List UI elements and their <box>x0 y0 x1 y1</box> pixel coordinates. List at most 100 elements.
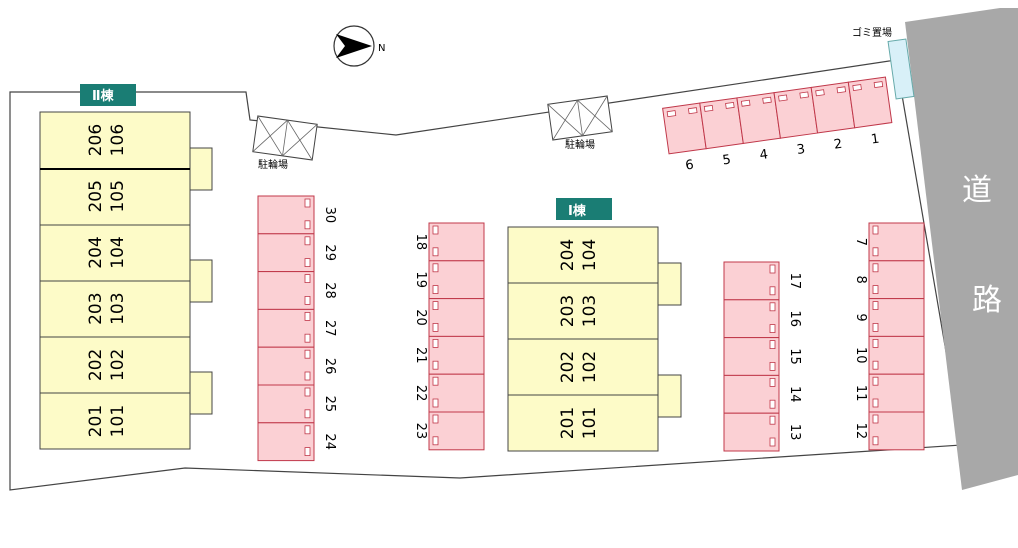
parking-marker <box>872 360 879 370</box>
building-2-badge-label: Ⅱ棟 <box>92 88 115 104</box>
parking-marker <box>304 274 311 284</box>
unit-number-upper: 202 <box>86 349 106 381</box>
parking-marker <box>872 436 879 446</box>
parking-number: 24 <box>322 433 337 450</box>
parking-number: 30 <box>322 207 337 224</box>
parking-marker <box>687 107 698 115</box>
parking-marker <box>799 91 809 99</box>
parking-marker <box>432 360 439 370</box>
parking-number: 14 <box>787 386 802 403</box>
parking-marker <box>740 99 751 107</box>
building-2-badge <box>80 84 136 106</box>
parking-marker <box>872 247 879 257</box>
unit-number-lower: 102 <box>580 351 600 383</box>
parking-number: 13 <box>787 424 802 441</box>
parking-marker <box>769 286 776 296</box>
unit-number-upper: 204 <box>558 239 578 271</box>
unit-number-upper: 203 <box>558 295 578 327</box>
parking-marker <box>304 220 311 230</box>
bicycle-parking-left <box>252 115 318 161</box>
parking-marker <box>725 101 735 109</box>
parking-marker <box>815 89 825 97</box>
parking-number: 10 <box>853 347 868 364</box>
unit-number-upper: 204 <box>86 236 106 268</box>
parking-number: 6 <box>684 158 694 174</box>
parking-marker <box>769 415 776 425</box>
parking-marker <box>769 264 776 274</box>
building-1-badge-label: Ⅰ棟 <box>568 203 587 219</box>
parking-number: 28 <box>322 282 337 299</box>
parking-number: 2 <box>833 137 843 153</box>
parking-marker <box>304 311 311 321</box>
unit-number-upper: 201 <box>558 407 578 439</box>
unit-number-upper: 206 <box>86 124 106 156</box>
parking-marker <box>769 399 776 409</box>
parking-number: 16 <box>787 310 802 327</box>
parking-marker <box>762 96 772 104</box>
unit-number-lower: 104 <box>108 236 128 268</box>
parking-number: 23 <box>413 423 428 440</box>
parking-marker <box>304 447 311 457</box>
parking-marker <box>432 338 439 348</box>
parking-marker <box>304 198 311 208</box>
parking-space <box>773 86 819 139</box>
parking-number: 17 <box>787 273 802 290</box>
parking-number: 7 <box>853 238 868 246</box>
road-label-2: 路 <box>972 283 1002 318</box>
parking-marker <box>872 301 879 311</box>
garbage-label: ゴミ置場 <box>852 26 892 39</box>
parking-marker <box>872 225 879 235</box>
garbage-area <box>887 38 915 100</box>
building-1-badge <box>556 198 612 220</box>
bicycle-label-left: 駐輪場 <box>258 158 288 171</box>
parking-number: 9 <box>853 313 868 321</box>
unit-number-lower: 101 <box>580 407 600 439</box>
parking-marker <box>432 247 439 257</box>
building-1: Ⅰ棟 <box>507 198 682 452</box>
parking-marker <box>432 414 439 424</box>
parking-marker <box>769 437 776 447</box>
parking-marker <box>666 110 677 118</box>
parking-number: 11 <box>853 385 868 402</box>
parking-number: 21 <box>413 347 428 364</box>
parking-marker <box>872 398 879 408</box>
parking-marker <box>432 322 439 332</box>
parking-marker <box>769 302 776 312</box>
parking-space <box>662 102 707 155</box>
parking-marker <box>304 258 311 268</box>
unit-number-upper: 203 <box>86 292 106 324</box>
parking-marker <box>703 104 714 112</box>
parking-marker <box>304 295 311 305</box>
parking-marker <box>432 436 439 446</box>
parking-marker <box>432 263 439 273</box>
parking-marker <box>432 285 439 295</box>
parking-number: 29 <box>322 244 337 261</box>
parking-marker <box>852 84 862 92</box>
parking-marker <box>872 338 879 348</box>
parking-marker <box>872 414 879 424</box>
unit-number-upper: 205 <box>86 180 106 212</box>
parking-number: 25 <box>322 396 337 413</box>
parking-number: 8 <box>853 276 868 284</box>
parking-marker <box>432 225 439 235</box>
parking-marker <box>304 371 311 381</box>
parking-number: 4 <box>759 147 769 163</box>
parking-number: 12 <box>853 423 868 440</box>
parking-column-7-12: 7 8 9 10 11 12 <box>853 222 925 451</box>
parking-marker <box>304 333 311 343</box>
compass-icon: N <box>333 25 385 67</box>
parking-marker <box>872 376 879 386</box>
unit-number-lower: 101 <box>108 405 128 437</box>
bicycle-label-right: 駐輪場 <box>565 138 595 151</box>
road <box>905 8 1018 490</box>
parking-space <box>847 76 893 129</box>
parking-number: 3 <box>796 142 806 158</box>
unit-number-upper: 201 <box>86 405 106 437</box>
unit-number-upper: 202 <box>558 351 578 383</box>
road-label-1: 道 <box>962 173 992 208</box>
parking-number: 26 <box>322 358 337 375</box>
